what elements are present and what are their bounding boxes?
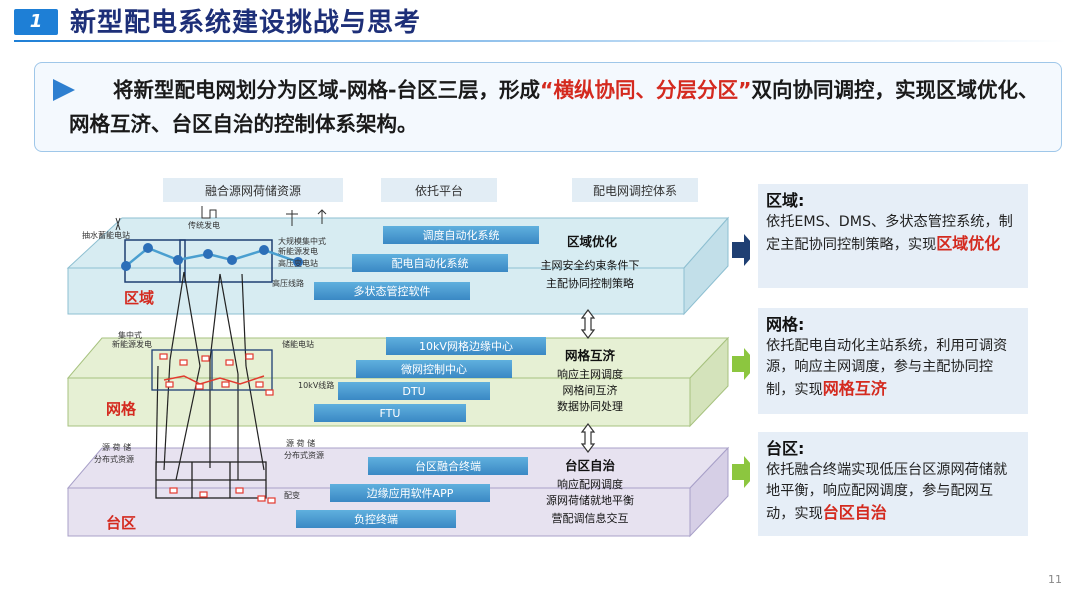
resource-label: 储能电站 <box>282 339 314 349</box>
station-nodes <box>169 487 276 504</box>
system-bar <box>314 282 470 300</box>
title-divider <box>14 40 1066 42</box>
system-bar <box>314 404 466 422</box>
column-header-control: 配电网调控体系 <box>593 184 677 198</box>
resource-label: 抽水蓄能电站 <box>82 230 130 240</box>
system-bar-label: 10kV网格边缘中心 <box>419 339 513 353</box>
page-title: 新型配电系统建设挑战与思考 <box>70 8 422 38</box>
resource-label: 集中式 <box>118 330 142 340</box>
layer-label-station: 台区 <box>106 514 136 532</box>
play-arrow-icon <box>53 79 75 101</box>
side-box-station: 台区: 依托融合终端实现低压台区源网荷储就地平衡，响应配网调度，参与配网互动，实… <box>758 432 1028 536</box>
column-header-resources: 融合源网荷储资源 <box>205 183 301 198</box>
resource-label: 源 荷 储 <box>286 438 315 448</box>
layer-grid-side <box>689 336 729 428</box>
resource-label: 传统发电 <box>188 220 220 230</box>
resource-label: 分布式资源 <box>94 454 134 464</box>
section-number-badge: 1 <box>14 9 58 35</box>
substation-node <box>259 245 269 255</box>
resource-label: 新能源发电 <box>278 246 318 256</box>
system-bar <box>338 382 490 400</box>
system-bar-label: 配电自动化系统 <box>392 256 469 270</box>
column-header-bg <box>381 178 497 202</box>
resource-label: 高压变电站 <box>278 258 318 268</box>
double-arrow-icon <box>580 423 596 453</box>
system-bar-label: FTU <box>380 407 401 420</box>
substation-node <box>143 243 153 253</box>
substation-node <box>121 261 131 271</box>
layer-region-side <box>683 216 729 316</box>
control-line: 主网安全约束条件下 <box>541 258 640 272</box>
system-bar-label: 微网控制中心 <box>401 362 467 376</box>
system-bar-label: 台区融合终端 <box>415 459 481 473</box>
control-line: 响应配网调度 <box>557 477 623 491</box>
layer-label-region: 区域 <box>124 289 154 307</box>
system-bar <box>368 457 528 475</box>
side-box-title: 网格: <box>766 315 805 334</box>
page-number: 11 <box>1048 573 1062 586</box>
control-line: 主配协同控制策略 <box>546 276 634 290</box>
substation-node <box>173 255 183 265</box>
resource-label: 源 荷 储 <box>102 442 131 452</box>
system-bar <box>296 510 456 528</box>
side-box-body: 依托融合终端实现低压台区源网荷储就地平衡，响应配网调度，参与配网互动，实现台区自… <box>766 462 1008 522</box>
resource-label: 大规模集中式 <box>278 236 326 246</box>
architecture-diagram: 融合源网荷储资源 依托平台 配电网调控体系 区域 网格 台区 抽水蓄能电站 传统… <box>66 178 750 538</box>
side-box-grid: 网格: 依托配电自动化主站系统，利用可调资源，响应主网调度，参与主配协同控制，实… <box>758 308 1028 414</box>
control-title-region: 区域优化 <box>567 234 618 249</box>
column-header-platform: 依托平台 <box>415 183 463 198</box>
side-box-body: 依托EMS、DMS、多状态管控系统，制定主配协同控制策略，实现区域优化 <box>766 214 1013 253</box>
intro-text: 将新型配电网划分为区域-网格-台区三层，形成“横纵协同、分层分区”双向协同调控，… <box>69 73 1054 141</box>
control-title-station: 台区自治 <box>565 458 616 473</box>
system-bar <box>330 484 490 502</box>
power-plant-icon <box>115 206 327 231</box>
resource-label: 新能源发电 <box>112 339 152 349</box>
side-box-title: 区域: <box>766 191 805 210</box>
control-line: 网格间互济 <box>563 383 618 397</box>
intro-highlight: “横纵协同、分层分区” <box>540 78 752 102</box>
grid-network <box>151 349 273 391</box>
intro-part2: 双向协同调控，实现区域优化、网格互济、台区自治的控制体系架构。 <box>69 78 1039 136</box>
resource-label: 高压线路 <box>272 278 304 288</box>
side-box-title: 台区: <box>766 439 805 458</box>
substation-node <box>293 257 303 267</box>
system-bar-label: 调度自动化系统 <box>423 228 500 242</box>
side-box-region: 区域: 依托EMS、DMS、多状态管控系统，制定主配协同控制策略，实现区域优化 <box>758 184 1028 288</box>
column-header-bg <box>572 178 698 202</box>
system-bar <box>352 254 508 272</box>
substation-node <box>203 249 213 259</box>
double-arrow-icon <box>580 309 596 339</box>
intro-part1: 将新型配电网划分为区域-网格-台区三层，形成 <box>113 78 541 102</box>
grid-nodes <box>159 353 274 396</box>
system-bar-label: DTU <box>402 385 425 398</box>
control-line: 数据协同处理 <box>557 399 623 413</box>
layer-label-grid: 网格 <box>106 400 137 418</box>
column-header-bg <box>163 178 343 202</box>
system-bar-label: 负控终端 <box>354 512 398 526</box>
layer-station-side <box>689 446 729 538</box>
control-line: 响应主网调度 <box>557 367 623 381</box>
arrow-right-icon <box>732 348 750 380</box>
control-line: 源网荷储就地平衡 <box>546 493 634 507</box>
control-line: 营配调信息交互 <box>552 511 629 525</box>
side-box-body: 依托配电自动化主站系统，利用可调资源，响应主网调度，参与主配协同控制，实现网格互… <box>766 338 1008 398</box>
system-bar-label: 多状态管控软件 <box>354 284 431 298</box>
station-network <box>155 461 267 499</box>
control-title-grid: 网格互济 <box>565 348 616 363</box>
system-bar <box>386 337 546 355</box>
intro-box: 将新型配电网划分为区域-网格-台区三层，形成“横纵协同、分层分区”双向协同调控，… <box>34 62 1062 152</box>
resource-label: 配变 <box>284 490 300 500</box>
system-bar <box>383 226 539 244</box>
resource-label: 10kV线路 <box>298 380 334 390</box>
region-network <box>121 239 303 283</box>
system-bar <box>356 360 512 378</box>
resource-label: 分布式资源 <box>284 450 324 460</box>
arrow-right-icon <box>732 234 750 266</box>
system-bar-label: 边缘应用软件APP <box>367 486 454 500</box>
substation-node <box>227 255 237 265</box>
arrow-right-icon <box>732 456 750 488</box>
